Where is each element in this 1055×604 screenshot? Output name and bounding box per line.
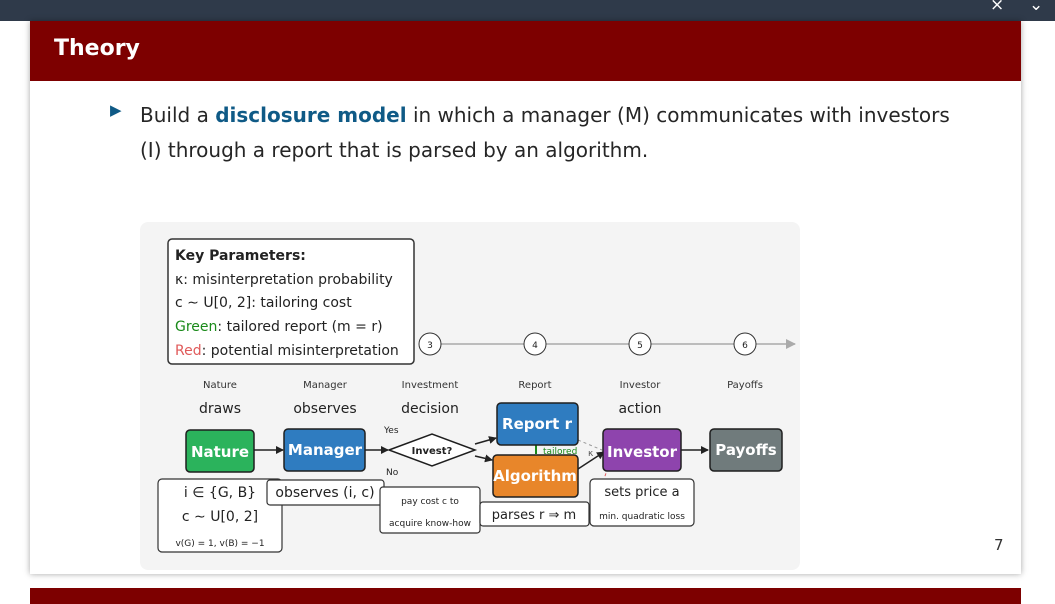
svg-text:5: 5 xyxy=(637,341,643,351)
invest-note: pay cost c to acquire know-how xyxy=(379,486,481,534)
edge-label-yes: Yes xyxy=(383,426,399,436)
timeline-marker: 3 xyxy=(418,332,442,356)
investor-note: sets price a min. quadratic loss xyxy=(589,478,695,527)
edge-label-tailored: tailored xyxy=(543,447,577,457)
svg-text:sets price a: sets price a xyxy=(604,485,679,500)
svg-text:Invest?: Invest? xyxy=(412,446,453,457)
svg-text:Investor: Investor xyxy=(607,443,678,461)
stage-label: Manager xyxy=(303,380,348,391)
svg-text:Algorithm: Algorithm xyxy=(493,467,577,485)
invest-decision-node: Invest? xyxy=(386,433,478,467)
investor-node: Investor xyxy=(602,428,682,472)
timeline-marker: 6 xyxy=(733,332,757,356)
stage-label: Payoffs xyxy=(727,380,763,391)
svg-text:Manager: Manager xyxy=(288,441,363,459)
bullet-triangle-icon: ▶ xyxy=(110,101,122,119)
diagram-canvas: 3 4 5 6 Key Parameters: κ: misinterpreta… xyxy=(157,238,796,553)
svg-text:Nature: Nature xyxy=(191,443,249,461)
slide: Theory ▶ Build a disclosure model in whi… xyxy=(30,21,1021,574)
stage-label: Investor xyxy=(620,380,662,391)
svg-text:min. quadratic loss: min. quadratic loss xyxy=(599,512,685,522)
svg-text:6: 6 xyxy=(742,341,748,351)
stage-label: action xyxy=(618,401,661,417)
slide-title: Theory xyxy=(54,36,140,61)
key-parameters-box: Key Parameters: κ: misinterpretation pro… xyxy=(167,238,415,365)
slide-header: Theory xyxy=(30,21,1021,81)
svg-text:4: 4 xyxy=(532,341,538,351)
edge-label-kappa: κ xyxy=(588,449,594,459)
svg-text:i ∈ {G, B}: i ∈ {G, B} xyxy=(184,485,256,501)
svg-text:pay cost c to: pay cost c to xyxy=(401,497,459,507)
manager-node: Manager xyxy=(283,428,366,472)
stage-label: observes xyxy=(293,401,356,417)
stage-label: Nature xyxy=(203,380,237,391)
svg-text:acquire know-how: acquire know-how xyxy=(389,519,471,529)
key-green: Green: tailored report (m = r) xyxy=(175,319,383,335)
stage-label: Report xyxy=(518,380,551,391)
svg-text:Payoffs: Payoffs xyxy=(715,441,776,459)
nature-note: i ∈ {G, B} c ∼ U[0, 2] v(G) = 1, v(B) = … xyxy=(157,478,283,553)
payoffs-node: Payoffs xyxy=(709,428,783,472)
bullet-bold-term: disclosure model xyxy=(215,103,407,127)
edge-report-investor xyxy=(577,439,603,451)
close-icon[interactable]: × xyxy=(990,0,1005,15)
report-node: Report r xyxy=(496,402,579,446)
model-diagram: 3 4 5 6 Key Parameters: κ: misinterpreta… xyxy=(140,222,800,570)
svg-text:3: 3 xyxy=(427,341,433,351)
window-topbar: × ⌄ xyxy=(0,0,1055,21)
svg-text:v(G) = 1, v(B) = −1: v(G) = 1, v(B) = −1 xyxy=(175,539,264,549)
stage-label: Investment xyxy=(402,380,459,391)
edge-invest-report xyxy=(474,436,497,445)
nature-node: Nature xyxy=(185,429,255,473)
timeline-marker: 4 xyxy=(523,332,547,356)
svg-text:observes (i, c): observes (i, c) xyxy=(275,485,374,501)
bullet-post: in which a manager (M) communicates with… xyxy=(140,103,950,162)
key-red: Red: potential misinterpretation xyxy=(175,343,399,359)
bullet-pre: Build a xyxy=(140,103,209,127)
key-title: Key Parameters: xyxy=(175,248,306,264)
page-number: 7 xyxy=(994,536,1004,554)
chevron-down-icon[interactable]: ⌄ xyxy=(1029,0,1044,15)
edge-label-no: No xyxy=(386,468,399,478)
timeline-marker: 5 xyxy=(628,332,652,356)
next-slide-header xyxy=(30,588,1021,604)
bullet-text: Build a disclosure model in which a mana… xyxy=(140,98,960,168)
algorithm-node: Algorithm xyxy=(492,454,579,498)
key-cost: c ∼ U[0, 2]: tailoring cost xyxy=(175,295,352,311)
edge-algorithm-investor xyxy=(577,451,605,470)
edge-invest-algorithm xyxy=(474,454,493,463)
algorithm-note: parses r ⇒ m xyxy=(479,501,590,527)
key-kappa: κ: misinterpretation probability xyxy=(175,272,393,288)
stage-label: draws xyxy=(199,401,241,417)
svg-text:Report r: Report r xyxy=(502,415,573,433)
stage-label: decision xyxy=(401,401,459,417)
svg-text:parses r ⇒ m: parses r ⇒ m xyxy=(492,508,576,523)
svg-text:c ∼ U[0, 2]: c ∼ U[0, 2] xyxy=(182,509,258,525)
manager-note: observes (i, c) xyxy=(266,479,385,506)
